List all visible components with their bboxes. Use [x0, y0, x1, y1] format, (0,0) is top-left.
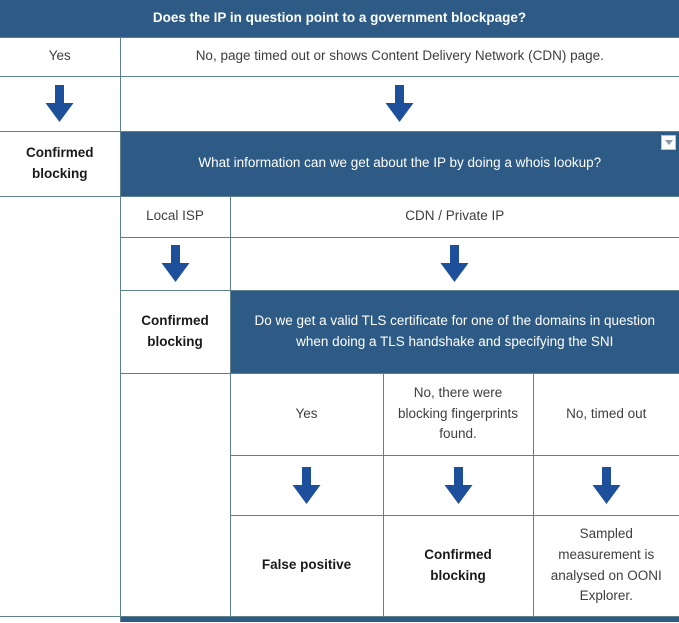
question-2-header: What information can we get about the IP… [119, 130, 679, 197]
down-arrow-icon [440, 245, 469, 282]
down-arrow-icon [385, 85, 414, 122]
spacer-cell [0, 195, 121, 617]
down-triangle-icon [664, 139, 673, 145]
flow-arrow-cell [382, 454, 534, 516]
question-2-text: What information can we get about the IP… [198, 155, 602, 171]
question-3-header: Do we get a valid TLS certificate for on… [229, 289, 679, 374]
answer-3-yes-cell: Yes [229, 372, 384, 456]
flow-arrow-cell [532, 454, 679, 516]
outcome-confirmed-blocking-1: Confirmed blocking [0, 130, 121, 197]
down-arrow-icon [292, 466, 321, 504]
answer-3-no-timeout-cell: No, timed out [532, 372, 679, 456]
outcome-sampled-measurement: Sampled measurement is analysed on OONI … [532, 514, 679, 617]
flow-arrow-cell [229, 454, 384, 516]
flow-arrow-cell [119, 75, 679, 132]
question-1-header: Does the IP in question point to a gover… [0, 0, 679, 38]
down-arrow-icon [45, 85, 74, 122]
outcome-false-positive: False positive [229, 514, 384, 617]
flow-arrow-cell [119, 236, 231, 291]
flow-arrow-cell [0, 75, 121, 132]
outcome-confirmed-blocking-2: Confirmed blocking [119, 289, 231, 374]
flow-arrow-cell [229, 236, 679, 291]
outcome-confirmed-blocking-3: Confirmed blocking [382, 514, 534, 617]
down-arrow-icon [444, 466, 472, 504]
spacer-cell [0, 616, 121, 622]
collapse-icon[interactable] [661, 134, 677, 150]
down-arrow-icon [592, 466, 621, 504]
answer-1-yes-cell: Yes [0, 36, 121, 77]
down-arrow-icon [161, 245, 189, 282]
answer-2-local-isp-cell: Local ISP [119, 195, 231, 238]
next-question-header-edge [120, 615, 679, 622]
spacer-cell [119, 372, 231, 617]
answer-1-no-cell: No, page timed out or shows Content Deli… [119, 36, 679, 77]
answer-3-no-fingerprints-cell: No, there were blocking fingerprints fou… [382, 372, 534, 456]
answer-2-cdn-cell: CDN / Private IP [229, 195, 679, 238]
